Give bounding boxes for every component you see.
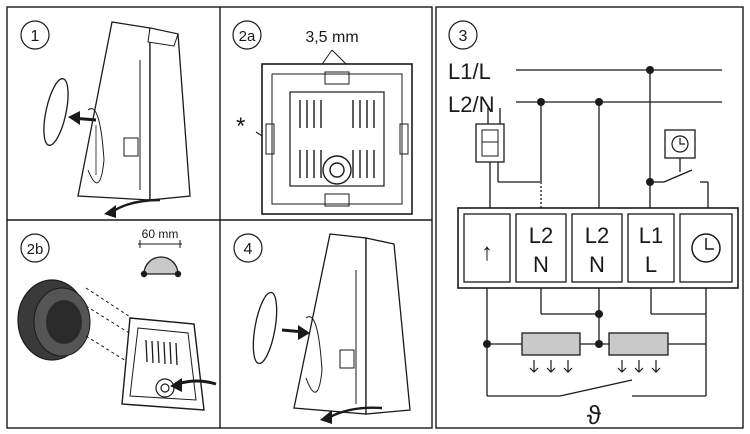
- step-badge-1: 1: [20, 20, 50, 50]
- panel-3-wiring: 3 L1/L L2/N: [448, 20, 739, 430]
- terminal-2-top: L2: [529, 223, 553, 248]
- terminal-2: L2 N: [515, 213, 567, 283]
- heating-element-1: [521, 332, 581, 373]
- panel-1: 1: [20, 20, 191, 218]
- load-wiring: [483, 288, 707, 397]
- terminal-2-bottom: N: [533, 252, 549, 277]
- terminal-4-bottom: L: [645, 252, 657, 277]
- step-number-4: 4: [244, 241, 253, 258]
- cover-disc: [43, 78, 69, 146]
- step-badge-2a: 2a: [232, 20, 262, 50]
- step-number-3: 3: [459, 28, 468, 45]
- panel-2a: 2a 3,5 mm *: [232, 20, 413, 215]
- terminal-3-bottom: N: [589, 252, 605, 277]
- dimension-label-60mm: 60 mm: [142, 227, 179, 241]
- step-number-2b: 2b: [27, 241, 44, 258]
- mounting-frame-drawing: [261, 63, 413, 215]
- terminal-4-top: L1: [639, 223, 663, 248]
- dimension-bracket: [138, 240, 182, 248]
- line-label-l2: L2/N: [448, 92, 494, 117]
- terminal-5: [679, 213, 733, 283]
- step-badge-4: 4: [233, 233, 263, 263]
- asterisk-marker: *: [236, 113, 245, 140]
- cover-disc-2: [252, 291, 278, 365]
- push-arrow: [68, 111, 97, 125]
- panel-4: 4: [233, 233, 411, 424]
- insert-arrow: [170, 378, 217, 392]
- limit-sensor: [475, 108, 540, 208]
- heating-element-2: [608, 332, 669, 373]
- terminal-3: L2 N: [571, 213, 623, 283]
- step-badge-2b: 2b: [20, 233, 50, 263]
- thermostat-device-drawing-2: [293, 233, 411, 415]
- terminal-1: ↑: [463, 213, 511, 283]
- heat-arrows-2: [617, 360, 661, 373]
- push-arrow-2: [281, 325, 310, 340]
- wall-box-drawing: [17, 279, 91, 361]
- panel-grid: [6, 6, 744, 429]
- rotate-arrow-2: [320, 406, 383, 424]
- temperature-sensor-symbol: ϑ: [587, 400, 602, 430]
- step-number-2a: 2a: [239, 28, 256, 45]
- rotate-arrow: [104, 198, 161, 218]
- terminal-1-top: ↑: [481, 239, 493, 266]
- terminal-drops: [540, 102, 600, 208]
- heat-arrows-1: [529, 360, 573, 373]
- step-badge-3: 3: [448, 20, 478, 50]
- thermostat-device-drawing: [77, 21, 191, 201]
- terminal-3-top: L2: [585, 223, 609, 248]
- step-number-1: 1: [31, 28, 40, 45]
- box-outline-icon: [140, 256, 182, 278]
- timer-switch: [646, 70, 709, 208]
- terminal-4: L1 L: [627, 213, 675, 283]
- panel-2b: 2b 60 mm: [17, 227, 217, 411]
- line-label-l1: L1/L: [448, 59, 491, 84]
- terminal-block: ↑ L2 N L2 N L1 L: [457, 207, 739, 289]
- clock-icon: [691, 233, 721, 263]
- mounting-frame-angled: [121, 317, 205, 411]
- supply-lines: [516, 66, 722, 106]
- dimension-label-3-5mm: 3,5 mm: [305, 29, 358, 46]
